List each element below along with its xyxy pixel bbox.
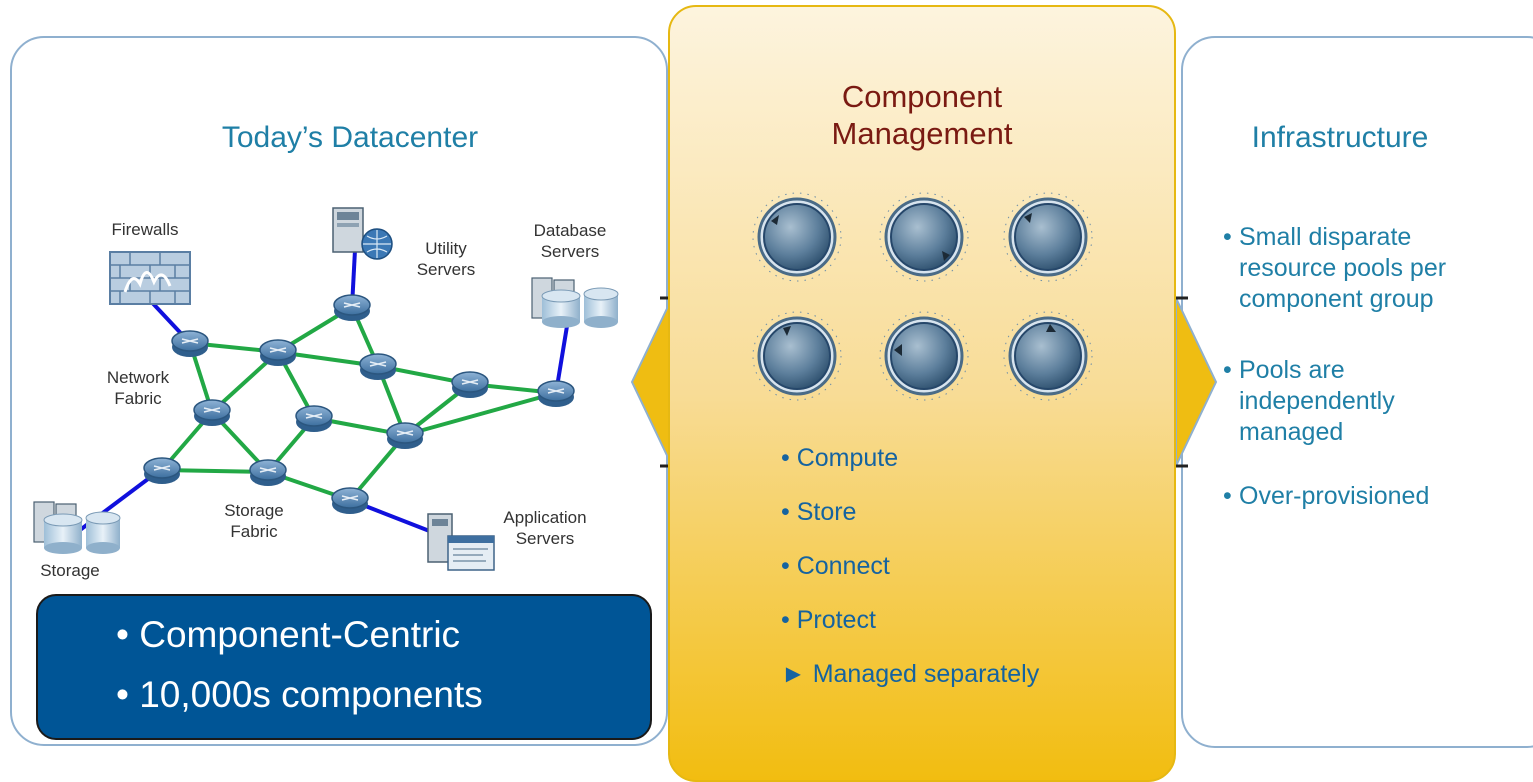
database-server-icon xyxy=(531,277,619,328)
storage-fabric-line-1: Storage xyxy=(224,501,284,520)
bullet-icon: • xyxy=(1223,482,1232,510)
center-item-managed-separately: ► Managed separately xyxy=(781,660,1040,688)
storage-label: Storage xyxy=(40,561,100,580)
infra-item-3: • Over-provisioned xyxy=(1223,481,1430,512)
application-servers-line-2: Servers xyxy=(515,529,575,548)
database-servers-label: Database Servers xyxy=(520,220,620,262)
bullet-icon: • xyxy=(1223,356,1232,384)
utility-server-icon xyxy=(332,207,393,260)
center-item-connect: • Connect xyxy=(781,552,890,580)
dial-knob-icon xyxy=(752,192,842,282)
router-icon xyxy=(259,339,297,366)
component-management-title: Component Management xyxy=(720,78,1124,152)
utility-servers-line-1: Utility xyxy=(425,239,467,258)
infra-item-2: • Pools are independently managed xyxy=(1223,355,1395,448)
infra-item-2-line-2: independently xyxy=(1239,387,1395,415)
infra-item-3-line-1: Over-provisioned xyxy=(1239,482,1430,510)
dial-knob-icon xyxy=(1003,192,1093,282)
application-servers-label: Application Servers xyxy=(482,507,608,549)
firewalls-label: Firewalls xyxy=(111,220,179,239)
dial-knob-icon xyxy=(752,311,842,401)
datacenter-summary-box: • Component-Centric • 10,000s components xyxy=(36,594,652,740)
routers xyxy=(143,294,575,514)
application-servers-line-1: Application xyxy=(503,508,587,527)
network-fabric-line-1: Network xyxy=(106,368,170,387)
component-management-title-line-1: Component xyxy=(841,79,1003,114)
bullet-icon: • xyxy=(1223,223,1232,251)
router-icon xyxy=(193,399,231,426)
summary-item-1: • Component-Centric xyxy=(116,614,461,655)
dial-knob-icon xyxy=(879,192,969,282)
database-servers-line-1: Database xyxy=(533,221,607,240)
infra-item-2-line-3: managed xyxy=(1239,418,1344,446)
router-icon xyxy=(171,330,209,357)
infra-item-1-line-1: Small disparate xyxy=(1239,223,1412,251)
storage-fabric-line-2: Fabric xyxy=(230,522,278,541)
utility-servers-label: Utility Servers xyxy=(398,238,494,280)
network-fabric-line-2: Fabric xyxy=(114,389,162,408)
application-server-icon xyxy=(427,513,495,571)
summary-item-2: • 10,000s components xyxy=(116,674,483,715)
infra-item-1-line-2: resource pools per xyxy=(1239,254,1447,282)
storage-fabric-label: Storage Fabric xyxy=(204,500,304,542)
dial-knob-icon xyxy=(879,311,969,401)
datacenter-title: Today’s Datacenter xyxy=(221,121,479,154)
center-item-compute: • Compute xyxy=(781,444,899,472)
router-icon xyxy=(331,487,369,514)
infrastructure-title: Infrastructure xyxy=(1251,121,1429,154)
network-fabric-label: Network Fabric xyxy=(88,367,188,409)
dial-knob-icon xyxy=(1003,311,1093,401)
center-item-protect: • Protect xyxy=(781,606,876,634)
firewall-icon xyxy=(109,251,191,305)
router-icon xyxy=(295,405,333,432)
storage-icon xyxy=(33,501,121,554)
infrastructure-panel xyxy=(1181,36,1533,748)
router-icon xyxy=(143,457,181,484)
control-dials xyxy=(752,192,1093,401)
router-icon xyxy=(537,380,575,407)
utility-servers-line-2: Servers xyxy=(416,260,476,279)
router-icon xyxy=(386,422,424,449)
router-icon xyxy=(359,353,397,380)
infra-item-1: • Small disparate resource pools per com… xyxy=(1223,222,1447,315)
router-icon xyxy=(249,459,287,486)
router-icon xyxy=(333,294,371,321)
database-servers-line-2: Servers xyxy=(540,242,600,261)
infra-item-1-line-3: component group xyxy=(1239,285,1434,313)
component-management-title-line-2: Management xyxy=(831,116,1013,151)
infra-item-2-line-1: Pools are xyxy=(1239,356,1345,384)
center-item-store: • Store xyxy=(781,498,857,526)
router-icon xyxy=(451,371,489,398)
